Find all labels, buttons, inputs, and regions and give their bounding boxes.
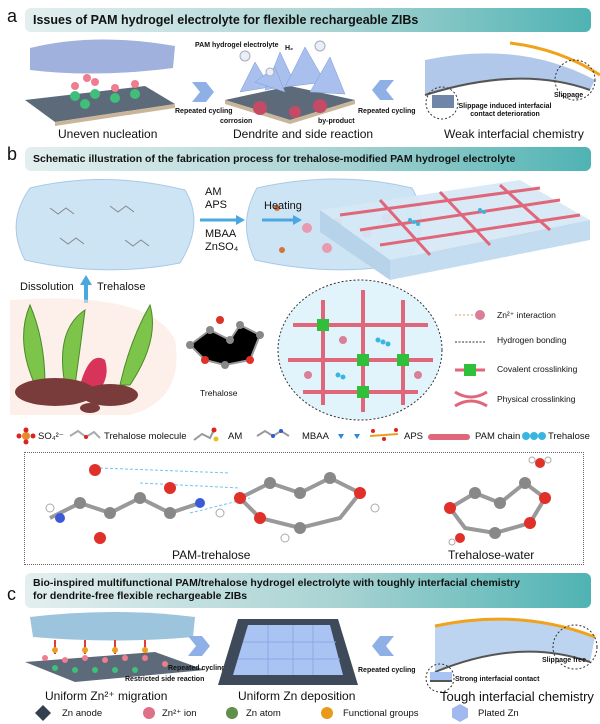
legend-so4: SO₄²⁻ <box>38 431 64 442</box>
uniform-deposition-illustration <box>218 619 358 685</box>
panel-c-title-line2: for dendrite-free flexible rechargeable … <box>33 590 248 602</box>
reagents-am-aps: AM APS <box>205 186 228 211</box>
uneven-nucleation-illustration <box>25 39 175 126</box>
reagents-mbaa-znso4: MBAA ZnSO₄ <box>205 228 239 253</box>
trehalose-arrow-label: Trehalose <box>97 281 146 293</box>
legend-zn-interaction: Zn²⁺ interaction <box>497 310 556 320</box>
legend-aps: APS <box>404 431 424 442</box>
caption-uniform-deposition: Uniform Zn deposition <box>238 689 356 703</box>
precursor-solution-art <box>248 176 249 177</box>
tough-interface-illustration <box>425 617 598 693</box>
zn-interaction-icon <box>455 310 485 320</box>
trehalose-bead-icon <box>522 432 546 440</box>
trehalose-molecule-icon <box>69 429 101 439</box>
caption-dendrite: Dendrite and side reaction <box>233 127 374 141</box>
hydrogel-network-block <box>320 180 590 280</box>
legend-am: AM <box>228 431 243 442</box>
caption-weak-interface: Weak interfacial chemistry <box>444 127 584 141</box>
legend-plated-zn: Plated Zn <box>478 708 519 719</box>
heating-label: Heating <box>264 200 302 212</box>
seaweed-illustration <box>10 298 177 415</box>
legend-mbaa: MBAA <box>302 431 329 442</box>
slippage-free-annotation: Slippage free <box>542 657 586 664</box>
mbaa-icon <box>256 429 290 438</box>
legend-pam-chain: PAM chain <box>475 431 521 442</box>
legend-zn-anode: Zn anode <box>62 708 103 719</box>
zn-atom-icon <box>226 707 238 719</box>
pam-chain-icon <box>428 434 470 440</box>
chevron-right-icon <box>192 82 214 102</box>
slippage-induced-annotation: Slippage induced interfacial contact det… <box>458 103 552 118</box>
dendrite-illustration <box>225 40 355 124</box>
uniform-migration-illustration <box>25 612 205 682</box>
panel-c-label: c <box>7 584 16 604</box>
covalent-crosslinking-icon <box>455 364 485 376</box>
legend-hydrogen-bonding: Hydrogen bonding <box>497 335 567 345</box>
so4-icon <box>16 427 36 445</box>
chevron-left-icon <box>372 80 394 100</box>
h2-annotation: H₂ <box>285 45 294 52</box>
repeated-cycling-annotation: Repeated cycling <box>358 667 416 674</box>
dissolution-label: Dissolution <box>20 281 74 293</box>
panel-b-title: Schematic illustration of the fabricatio… <box>25 147 591 171</box>
strong-contact-annotation: Strong interfacial contact <box>455 676 540 683</box>
panel-a-title: Issues of PAM hydrogel electrolyte for f… <box>25 8 591 32</box>
trehalose-label: Trehalose <box>200 388 238 398</box>
am-icon <box>193 427 219 442</box>
monomer-solution-blob <box>15 178 195 271</box>
arrow-right-icon <box>262 215 302 225</box>
pam-trehalose-label: PAM-trehalose <box>172 548 251 562</box>
network-zoom-circle <box>277 279 443 421</box>
legend-covalent-crosslinking: Covalent crosslinking <box>497 364 578 374</box>
panel-c-title-line1: Bio-inspired multifunctional PAM/trehalo… <box>33 577 520 589</box>
panel-c-title: Bio-inspired multifunctional PAM/trehalo… <box>25 573 591 608</box>
panel-a-label: a <box>7 6 18 26</box>
simulation-box <box>24 452 584 565</box>
repeated-cycling-annotation: Repeated cycling <box>175 108 233 115</box>
hydrogen-bonding-icon <box>455 341 485 343</box>
arrow-right-icon <box>200 215 245 225</box>
zn-ion-icon <box>143 707 155 719</box>
caption-uneven-nucleation: Uneven nucleation <box>58 127 158 141</box>
legend-trehalose-molecule: Trehalose molecule <box>104 431 187 442</box>
legend-physical-crosslinking: Physical crosslinking <box>497 394 576 404</box>
corrosion-annotation: corrosion <box>220 118 253 125</box>
repeated-cycling-annotation: Repeated cycling <box>168 665 226 672</box>
legend-trehalose: Trehalose <box>548 431 590 442</box>
repeated-cycling-annotation: Repeated cycling <box>358 108 416 115</box>
arrow-up-icon <box>80 275 92 303</box>
trehalose-water-label: Trehalose-water <box>448 548 535 562</box>
zn-so4-ion-icon <box>338 434 360 439</box>
weak-interface-illustration <box>424 41 600 120</box>
chevron-left-icon <box>372 636 394 656</box>
chevron-right-icon <box>188 636 210 656</box>
by-product-annotation: by-product <box>318 118 355 125</box>
functional-group-icon <box>321 707 333 719</box>
trehalose-molecule-model <box>186 316 264 369</box>
legend-zn-atom: Zn atom <box>246 708 281 719</box>
pam-trehalose-model <box>45 464 380 544</box>
panel-b-label: b <box>7 144 18 164</box>
trehalose-water-model <box>444 456 552 546</box>
pam-hydrogel-annotation: PAM hydrogel electrolyte <box>195 42 279 49</box>
restricted-side-reaction-annotation: Restricted side reaction <box>125 676 205 683</box>
monomer-solution-2 <box>238 176 239 177</box>
caption-tough-interface: Tough interfacial chemistry <box>440 689 594 704</box>
slippage-annotation: Slippage <box>554 92 584 99</box>
caption-uniform-migration: Uniform Zn²⁺ migration <box>45 689 168 703</box>
zn-anode-icon <box>35 705 51 721</box>
legend-zn-ion: Zn²⁺ ion <box>162 708 197 719</box>
legend-functional-groups: Functional groups <box>343 708 419 719</box>
physical-crosslinking-icon <box>454 390 488 408</box>
plated-zn-icon <box>452 704 468 722</box>
aps-icon <box>369 428 399 441</box>
